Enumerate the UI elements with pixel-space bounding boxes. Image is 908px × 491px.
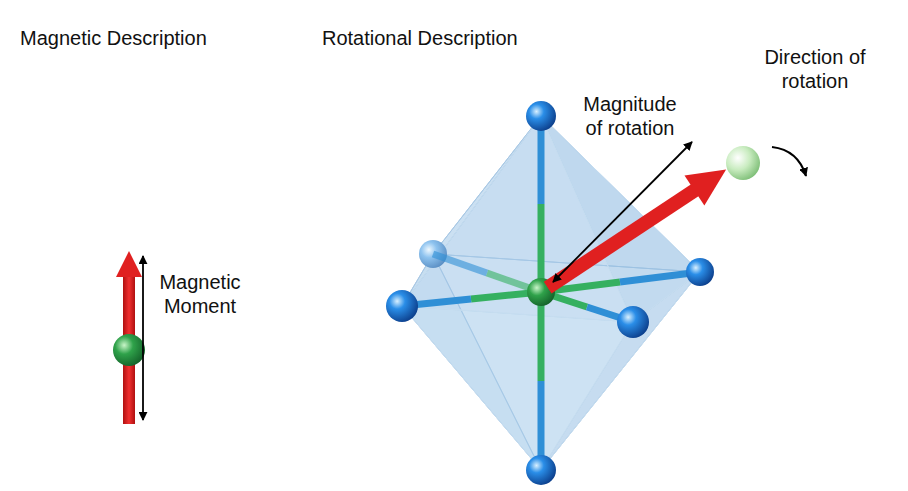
oxygen-sphere [526, 455, 556, 485]
oxygen-sphere [617, 306, 649, 338]
rotated-ion-sphere [726, 146, 760, 180]
panel-title: Magnetic Description [20, 26, 280, 50]
octahedron [402, 116, 700, 470]
rotation-direction-arrow [772, 147, 806, 176]
quantity-label: Magnitude of rotation [573, 92, 687, 140]
bonds [402, 116, 700, 470]
dimension-arrow [553, 142, 692, 282]
rotation-vector [538, 154, 736, 302]
oxygen-sphere [386, 290, 418, 322]
quantity-label: Magnetic Moment [150, 270, 250, 318]
quantity-label: Direction of rotation [750, 45, 880, 93]
ion-sphere [113, 334, 145, 366]
oxygen-sphere [526, 101, 556, 131]
panel-title: Rotational Description [322, 26, 602, 50]
oxygen-sphere [686, 258, 714, 286]
dimension-arrow [142, 256, 144, 420]
